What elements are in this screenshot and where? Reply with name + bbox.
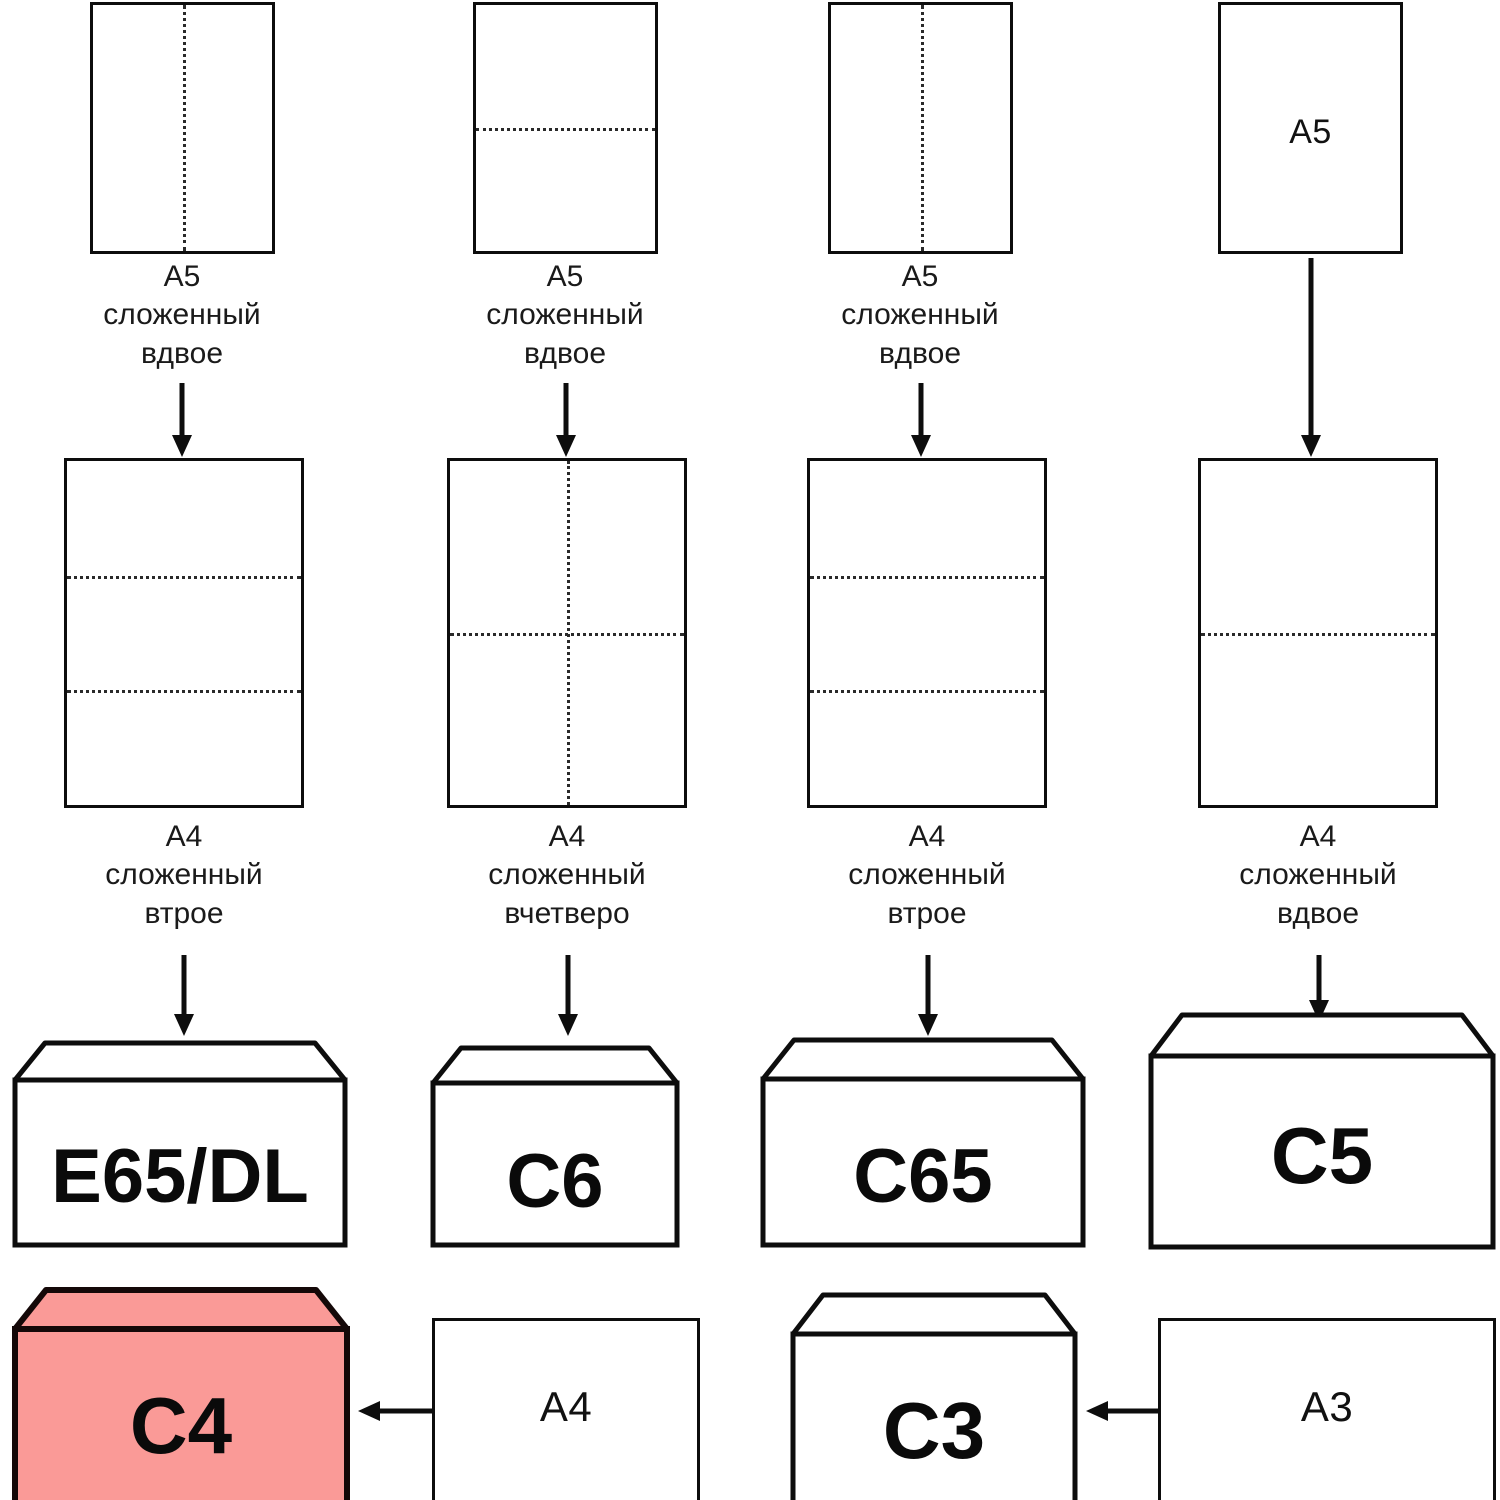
caption-a4-col2: A4 сложенный вчетверо xyxy=(488,820,646,930)
sheet-a4-col4 xyxy=(1198,458,1438,808)
sheet-a5-col4: A5 xyxy=(1218,2,1403,254)
sheet-a4-row4: A4 xyxy=(432,1318,700,1500)
arrow-down-env-col2 xyxy=(557,955,579,1037)
sheet-label-a5: A5 xyxy=(1289,113,1332,151)
fold-line-vertical xyxy=(567,461,570,805)
fold-line-horizontal-bottom xyxy=(810,690,1044,694)
caption-a5-col1: A5 сложенный вдвое xyxy=(103,260,261,370)
envelope-c6: C6 xyxy=(430,1043,680,1248)
arrow-down-env-col3 xyxy=(917,955,939,1037)
sheet-label-a3: A3 xyxy=(1300,1383,1354,1430)
fold-line-horizontal-top xyxy=(67,575,301,579)
envelope-c5: C5 xyxy=(1148,1010,1496,1250)
caption-a4-col1: A4 сложенный втрое xyxy=(105,820,263,930)
caption-a4-col3: A4 сложенный втрое xyxy=(848,820,1006,930)
sheet-a5-col2 xyxy=(473,2,658,254)
envelope-c65: C65 xyxy=(760,1035,1086,1248)
fold-line-horizontal xyxy=(1201,633,1435,636)
caption-a4-col4: A4 сложенный вдвое xyxy=(1239,820,1397,930)
arrow-left-a4-to-c4 xyxy=(355,1400,433,1422)
caption-a5-col3: A5 сложенный вдвое xyxy=(841,260,999,370)
caption-a5-col2: A5 сложенный вдвое xyxy=(486,260,644,370)
envelope-c3: C3 xyxy=(790,1290,1078,1500)
sheet-a4-col2 xyxy=(447,458,687,808)
arrow-down-col4 xyxy=(1300,258,1322,458)
sheet-a5-col1 xyxy=(90,2,275,254)
arrow-down-env-col1 xyxy=(173,955,195,1037)
sheet-a3-row4: A3 xyxy=(1158,1318,1496,1500)
sheet-label-a4: A4 xyxy=(539,1383,593,1430)
sheet-a4-col1 xyxy=(64,458,304,808)
arrow-down-col1 xyxy=(171,383,193,458)
envelope-e65-dl: E65/DL xyxy=(12,1038,348,1248)
fold-line-horizontal-bottom xyxy=(67,690,301,694)
sheet-a4-col3 xyxy=(807,458,1047,808)
envelope-c4: C4 xyxy=(12,1285,350,1500)
arrow-down-env-col4 xyxy=(1308,955,1330,1023)
fold-line-horizontal-top xyxy=(810,575,1044,579)
arrow-down-col2 xyxy=(555,383,577,458)
arrow-down-col3 xyxy=(910,383,932,458)
fold-line-horizontal xyxy=(476,128,655,131)
sheet-a5-col3 xyxy=(828,2,1013,254)
fold-line-vertical xyxy=(920,5,924,251)
fold-line-vertical xyxy=(182,5,186,251)
arrow-left-a3-to-c3 xyxy=(1083,1400,1161,1422)
